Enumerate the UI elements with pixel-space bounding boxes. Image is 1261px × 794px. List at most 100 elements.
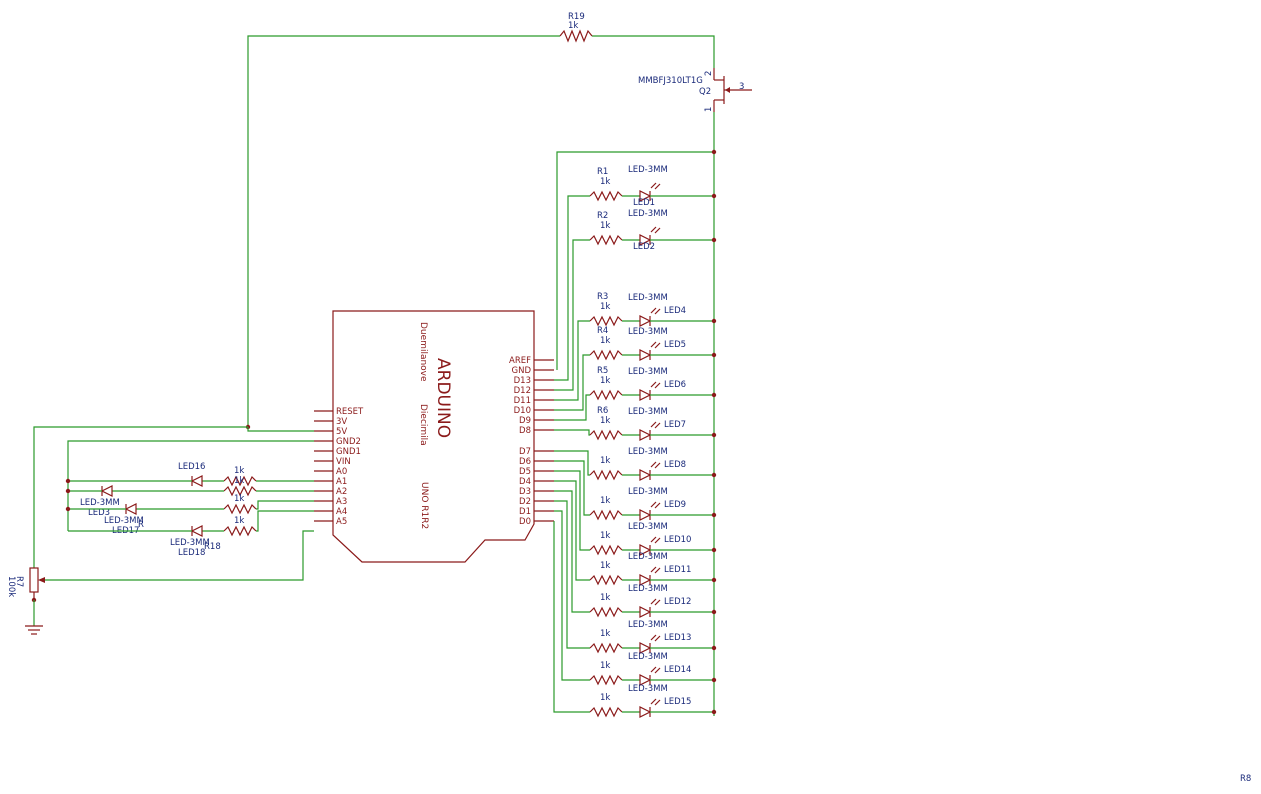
- svg-text:MMBFJ310LT1G: MMBFJ310LT1G: [638, 76, 703, 86]
- resistor-value: 1k: [234, 466, 244, 476]
- led-name: LED3: [88, 508, 110, 518]
- led-diode: [639, 429, 652, 441]
- pin-label: D0: [519, 517, 531, 527]
- pin-label: 5V: [336, 427, 347, 437]
- led-type: LED-3MM: [628, 487, 668, 497]
- resistor: [589, 349, 623, 361]
- led-type: LED-3MM: [628, 584, 668, 594]
- led-type: LED-3MM: [628, 293, 668, 303]
- pin-label: GND2: [336, 437, 361, 447]
- resistor: [589, 469, 623, 481]
- resistor-value: 1k: [600, 661, 610, 671]
- left-wiring: [33, 426, 314, 581]
- pin-label: A4: [336, 507, 347, 517]
- resistor: [589, 190, 623, 202]
- resistor: [589, 389, 623, 401]
- led-diode: [639, 674, 652, 686]
- led-name: LED2: [633, 242, 655, 252]
- led-type: LED-3MM: [628, 620, 668, 630]
- resistor-name: R2: [597, 211, 608, 221]
- led-name: LED10: [664, 535, 691, 545]
- resistor: [223, 503, 257, 515]
- resistor: [589, 674, 623, 686]
- svg-text:100k: 100k: [6, 576, 16, 597]
- led-diode: [639, 234, 652, 246]
- resistor-value: 1k: [600, 593, 610, 603]
- led-diode: [190, 525, 203, 537]
- pin-label: D13: [514, 376, 531, 386]
- pin-label: A1: [336, 477, 347, 487]
- resistor-value: 1k: [600, 456, 610, 466]
- led-diode: [639, 469, 652, 481]
- led-diode: [100, 485, 113, 497]
- led-type: LED-3MM: [628, 684, 668, 694]
- led-diode: [639, 574, 652, 586]
- led-type: LED-3MM: [628, 209, 668, 219]
- potentiometer-r7: R7 100k: [6, 567, 45, 635]
- resistor-value: 1k: [600, 336, 610, 346]
- pin-label: D8: [519, 426, 531, 436]
- led-name: LED8: [664, 460, 686, 470]
- led-type: LED-3MM: [628, 407, 668, 417]
- resistor-value: 1k: [234, 494, 244, 504]
- resistor-value: 1k: [600, 693, 610, 703]
- pin-label: D1: [519, 507, 531, 517]
- resistor-value: 1k: [600, 177, 610, 187]
- pin-label: D10: [514, 406, 531, 416]
- led-name: LED11: [664, 565, 691, 575]
- resistor-value: 1k: [600, 496, 610, 506]
- arduino-title: ARDUINO: [433, 358, 453, 438]
- pin-label: D9: [519, 416, 531, 426]
- resistor: [589, 544, 623, 556]
- resistor-value: 1k: [600, 629, 610, 639]
- resistor-value: 1k: [600, 416, 610, 426]
- led-type: LED-3MM: [80, 498, 120, 508]
- resistor-value: 1k: [600, 302, 610, 312]
- resistor-name: R6: [597, 406, 608, 416]
- pin-label: A3: [336, 497, 347, 507]
- resistor-value: 1k: [600, 221, 610, 231]
- resistor-name: R18: [204, 542, 221, 552]
- led-diode: [639, 349, 652, 361]
- resistor: [589, 509, 623, 521]
- pin-label: A0: [336, 467, 347, 477]
- resistor: [223, 485, 257, 497]
- svg-text:Duemilanove: Duemilanove: [418, 322, 428, 382]
- resistor: [589, 574, 623, 586]
- resistor-name: R4: [597, 326, 608, 336]
- led-name: LED18: [178, 548, 205, 558]
- svg-text:R7: R7: [14, 576, 24, 587]
- led-diode: [639, 706, 652, 718]
- svg-text:Q2: Q2: [699, 87, 711, 97]
- led-name: LED15: [664, 697, 691, 707]
- led-name: LED6: [664, 380, 686, 390]
- led-name: LED14: [664, 665, 691, 675]
- pin-label: D6: [519, 457, 531, 467]
- pin-label: D11: [514, 396, 531, 406]
- resistor-name: R5: [597, 366, 608, 376]
- led-name: LED1: [633, 198, 655, 208]
- led-diode: [124, 503, 137, 515]
- led-diode: [639, 544, 652, 556]
- led-type: LED-3MM: [628, 165, 668, 175]
- resistor: [589, 315, 623, 327]
- svg-text:UNO R1R2: UNO R1R2: [419, 482, 429, 529]
- pin-label: AREF: [509, 356, 531, 366]
- led-name: LED13: [664, 633, 691, 643]
- pin-label: GND: [512, 366, 532, 376]
- led-name: LED4: [664, 306, 686, 316]
- resistor: [589, 429, 623, 441]
